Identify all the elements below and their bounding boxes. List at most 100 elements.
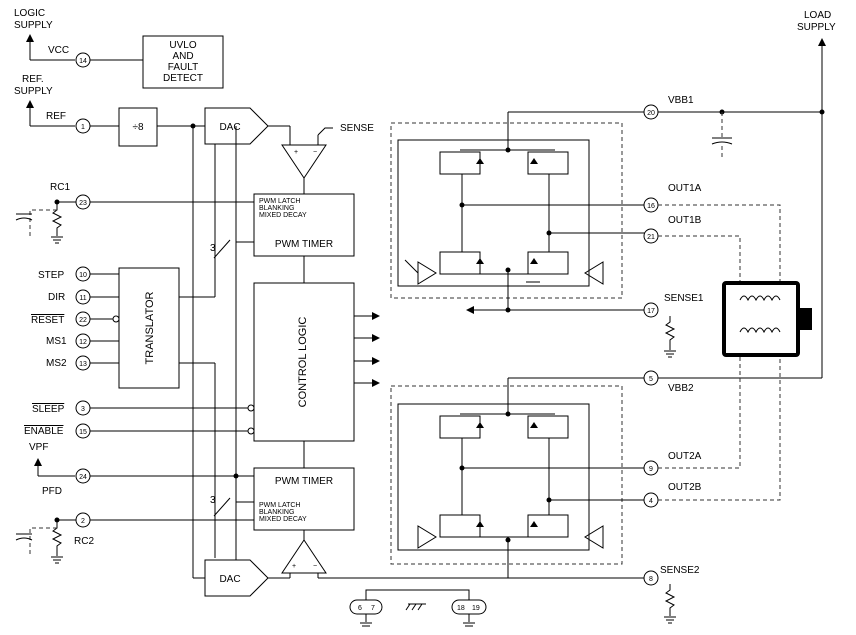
svg-text:15: 15 bbox=[79, 429, 87, 436]
svg-text:MIXED DECAY: MIXED DECAY bbox=[259, 212, 307, 219]
svg-text:FAULT: FAULT bbox=[168, 62, 198, 73]
rc1-network bbox=[15, 199, 254, 244]
svg-text:19: 19 bbox=[472, 605, 480, 612]
svg-text:DAC: DAC bbox=[219, 574, 240, 585]
svg-text:3: 3 bbox=[210, 495, 216, 506]
sense-resistors bbox=[664, 316, 676, 624]
svg-text:17: 17 bbox=[647, 308, 655, 315]
load-supply-arrow bbox=[818, 38, 826, 378]
pin-label-sleep: SLEEP bbox=[32, 404, 65, 415]
svg-text:22: 22 bbox=[79, 317, 87, 324]
svg-text:18: 18 bbox=[457, 605, 465, 612]
svg-text:AND: AND bbox=[172, 51, 193, 62]
load-supply-label-2: SUPPLY bbox=[797, 22, 836, 33]
svg-text:4: 4 bbox=[649, 498, 653, 505]
left-pin-circles: 14 1 23 10 11 22 12 13 3 15 24 2 bbox=[75, 52, 91, 528]
svg-text:TRANSLATOR: TRANSLATOR bbox=[144, 291, 156, 364]
svg-text:8: 8 bbox=[649, 576, 653, 583]
svg-text:9: 9 bbox=[649, 466, 653, 473]
svg-text:3: 3 bbox=[81, 406, 85, 413]
pin-label-ms1: MS1 bbox=[46, 336, 67, 347]
pin-label-dir: DIR bbox=[48, 292, 65, 303]
comparator-1: + − bbox=[281, 127, 333, 194]
svg-text:20: 20 bbox=[647, 110, 655, 117]
svg-text:MIXED DECAY: MIXED DECAY bbox=[259, 516, 307, 523]
bus-3-top: 3 bbox=[210, 239, 254, 259]
pin-label-rc2: RC2 bbox=[74, 536, 94, 547]
bus-3-bottom: 3 bbox=[210, 495, 254, 517]
ref-supply-arrow bbox=[26, 100, 75, 127]
svg-text:14: 14 bbox=[79, 58, 87, 65]
svg-text:13: 13 bbox=[79, 361, 87, 368]
dac-2: DAC bbox=[193, 559, 290, 597]
pin-17 bbox=[643, 302, 659, 318]
svg-text:21: 21 bbox=[647, 234, 655, 241]
svg-text:24: 24 bbox=[79, 474, 87, 481]
svg-text:BLANKING: BLANKING bbox=[259, 205, 294, 212]
stepper-motor-icon bbox=[658, 204, 812, 501]
pwm-timer-1: PWM LATCH BLANKING MIXED DECAY PWM TIMER bbox=[253, 193, 355, 283]
pwm-timer-2: PWM TIMER PWM LATCH BLANKING MIXED DECAY bbox=[90, 467, 355, 540]
svg-text:23: 23 bbox=[79, 200, 87, 207]
pin-label-out2b: OUT2B bbox=[668, 482, 702, 493]
svg-text:PWM TIMER: PWM TIMER bbox=[275, 239, 333, 250]
svg-text:PWM LATCH: PWM LATCH bbox=[259, 502, 300, 509]
pin-label-step: STEP bbox=[38, 270, 64, 281]
pin-label-pfd: PFD bbox=[42, 486, 62, 497]
pin-label-vbb1: VBB1 bbox=[668, 95, 694, 106]
right-pin-circles: 20 16 21 17 5 9 4 8 bbox=[643, 104, 659, 586]
h-bridge-1 bbox=[390, 111, 648, 310]
svg-text:DETECT: DETECT bbox=[163, 73, 203, 84]
svg-text:3: 3 bbox=[210, 243, 216, 254]
ref-supply-label-1: REF. bbox=[22, 74, 44, 85]
control-logic-block: CONTROL LOGIC bbox=[90, 282, 380, 468]
logic-supply-label-2: SUPPLY bbox=[14, 20, 53, 31]
logic-supply-label-1: LOGIC bbox=[14, 8, 45, 19]
ref-supply-label-2: SUPPLY bbox=[14, 86, 53, 97]
pin-label-ms2: MS2 bbox=[46, 358, 67, 369]
svg-text:12: 12 bbox=[79, 339, 87, 346]
vpf-arrow bbox=[34, 458, 75, 477]
svg-text:UVLO: UVLO bbox=[169, 40, 196, 51]
svg-text:2: 2 bbox=[81, 518, 85, 525]
load-supply-label-1: LOAD bbox=[804, 10, 831, 21]
divider-block: ÷8 bbox=[90, 107, 205, 578]
uvlo-block: UVLO AND FAULT DETECT bbox=[90, 35, 224, 89]
svg-text:10: 10 bbox=[79, 272, 87, 279]
svg-text:5: 5 bbox=[649, 376, 653, 383]
svg-text:BLANKING: BLANKING bbox=[259, 509, 294, 516]
svg-text:6: 6 bbox=[358, 605, 362, 612]
svg-text:7: 7 bbox=[371, 605, 375, 612]
pin-label-vcc: VCC bbox=[48, 45, 69, 56]
comparator-2: + − bbox=[281, 539, 648, 579]
svg-text:CONTROL LOGIC: CONTROL LOGIC bbox=[297, 317, 309, 408]
pin-label-rc1: RC1 bbox=[50, 182, 70, 193]
pin-label-out1b: OUT1B bbox=[668, 215, 702, 226]
pin-label-enable: ENABLE bbox=[24, 426, 64, 437]
pin-label-out1a: OUT1A bbox=[668, 183, 702, 194]
pin-label-out2a: OUT2A bbox=[668, 451, 702, 462]
svg-text:+: + bbox=[292, 563, 296, 570]
h-bridge-2 bbox=[390, 377, 648, 578]
svg-text:DAC: DAC bbox=[219, 122, 240, 133]
svg-text:1: 1 bbox=[81, 124, 85, 131]
pin-label-ref: REF bbox=[46, 111, 66, 122]
sense-label: SENSE bbox=[340, 123, 374, 134]
svg-text:+: + bbox=[294, 149, 298, 156]
pin-label-reset: RESET bbox=[31, 315, 64, 326]
svg-text:−: − bbox=[313, 563, 317, 570]
svg-text:11: 11 bbox=[79, 295, 86, 302]
pin-label-sense1: SENSE1 bbox=[664, 293, 704, 304]
pin-8 bbox=[643, 570, 659, 586]
svg-text:16: 16 bbox=[647, 203, 655, 210]
ground-pins: 6 7 18 19 bbox=[349, 589, 487, 627]
svg-text:−: − bbox=[313, 149, 317, 156]
pin-label-sense2: SENSE2 bbox=[660, 565, 700, 576]
svg-text:PWM TIMER: PWM TIMER bbox=[275, 476, 333, 487]
pin-label-vpf: VPF bbox=[29, 442, 48, 453]
svg-text:PWM LATCH: PWM LATCH bbox=[259, 198, 300, 205]
translator-block: TRANSLATOR bbox=[90, 267, 216, 558]
rc2-network bbox=[15, 517, 254, 564]
svg-text:÷8: ÷8 bbox=[132, 122, 143, 133]
